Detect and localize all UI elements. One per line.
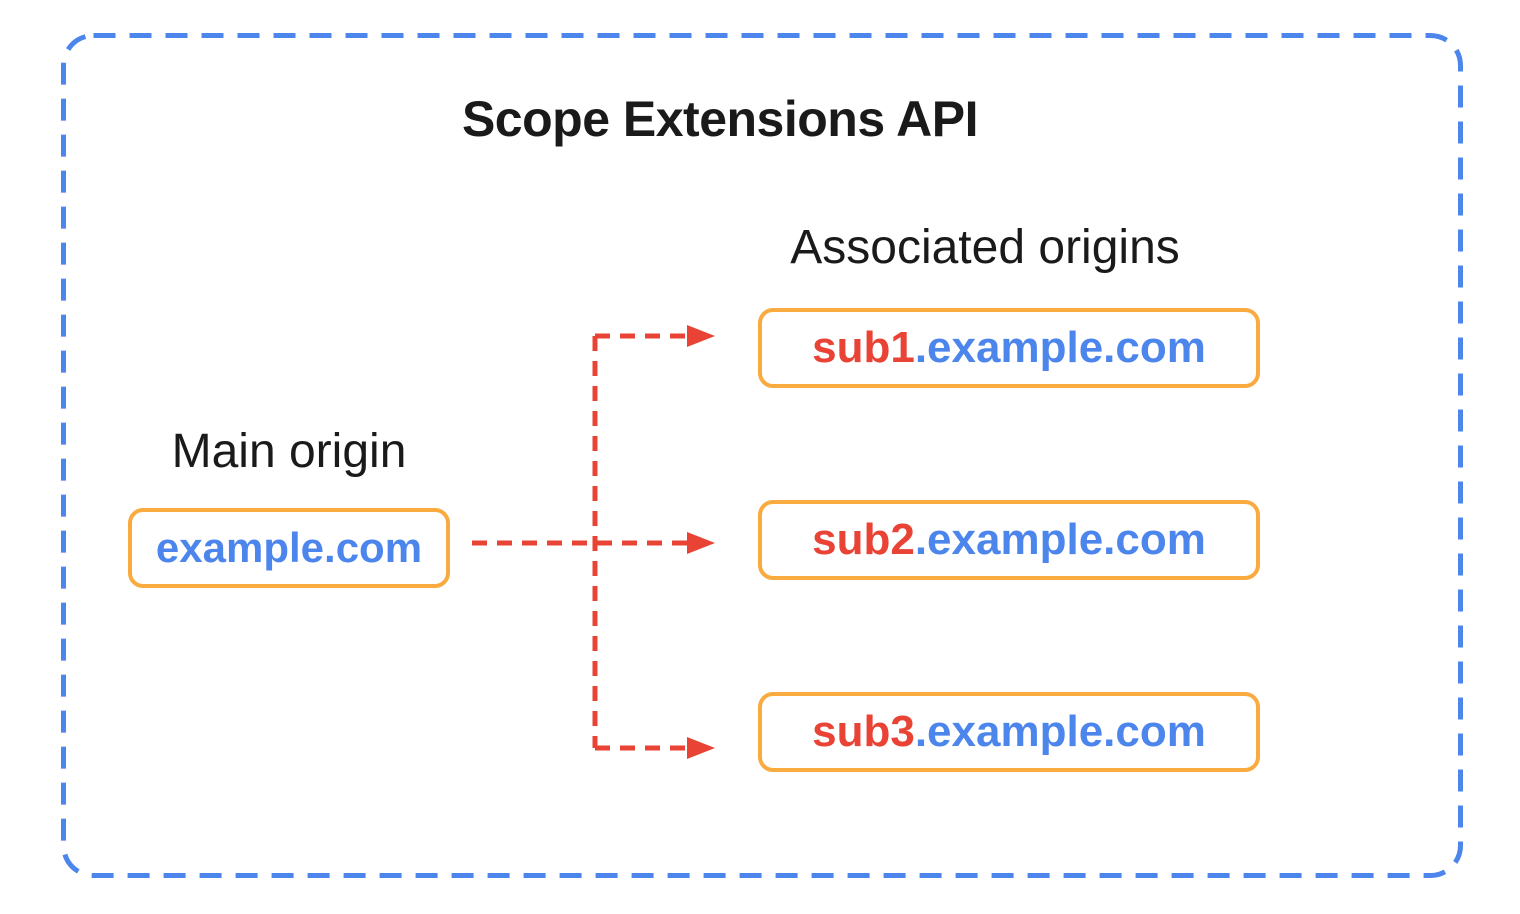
subdomain-prefix: sub2	[812, 515, 915, 564]
subdomain-suffix: .example.com	[914, 515, 1206, 564]
associated-origin-box-sub3: sub3.example.com	[758, 692, 1260, 772]
arrowhead-sub3-icon	[687, 737, 715, 759]
main-origin-heading: Main origin	[171, 425, 407, 478]
subdomain-prefix: sub3	[812, 707, 915, 756]
main-origin-domain: example.com	[155, 524, 423, 571]
arrowhead-sub2-icon	[687, 532, 715, 554]
main-origin-box: example.com	[128, 508, 450, 588]
subdomain-suffix: .example.com	[914, 323, 1206, 372]
arrowhead-sub1-icon	[687, 325, 715, 347]
subdomain-suffix: .example.com	[914, 707, 1206, 756]
associated-origin-box-sub2: sub2.example.com	[758, 500, 1260, 580]
diagram-title: Scope Extensions API	[461, 91, 979, 147]
associated-origins-heading: Associated origins	[790, 221, 1180, 274]
subdomain-prefix: sub1	[812, 323, 915, 372]
associated-origin-box-sub1: sub1.example.com	[758, 308, 1260, 388]
